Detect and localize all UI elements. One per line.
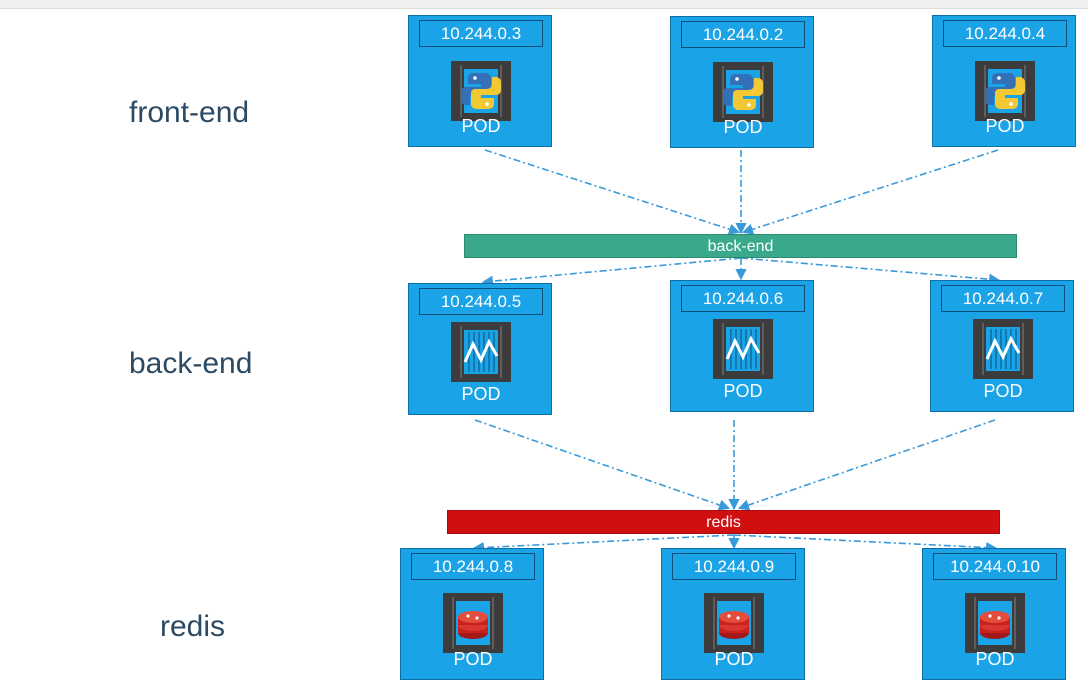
pod-label: POD — [983, 381, 1023, 401]
pod-redis-1[interactable]: 10.244.0.8 POD — [400, 548, 544, 680]
pod-label: POD — [975, 649, 1015, 669]
pod-backend-1[interactable]: 10.244.0.5 POD — [408, 283, 552, 415]
pod-redis-3[interactable]: 10.244.0.10 POD — [922, 548, 1066, 680]
pod-backend-2[interactable]: 10.244.0.6 POD — [670, 280, 814, 412]
edge-redis-to-r3 — [733, 534, 998, 554]
pod-label: POD — [453, 649, 493, 669]
backend-service-bar: back-end — [464, 234, 1017, 258]
redis-service-bar: redis — [447, 510, 1000, 534]
edge-be1-to-redis — [474, 419, 731, 511]
edge-fe3-to-backend — [741, 149, 999, 235]
edge-fe1-to-backend — [484, 149, 741, 235]
pod-frontend-2[interactable]: 10.244.0.2 POD — [670, 16, 814, 148]
pod-ip: 10.244.0.10 — [933, 553, 1057, 580]
pod-ip: 10.244.0.9 — [672, 553, 796, 580]
pod-backend-3[interactable]: 10.244.0.7 POD — [930, 280, 1074, 412]
tier-label-redis: redis — [160, 610, 226, 643]
pod-label: POD — [723, 381, 763, 401]
pod-label: POD — [723, 117, 763, 137]
pod-redis-2[interactable]: 10.244.0.9 POD — [661, 548, 805, 680]
app-wave-icon — [451, 322, 511, 382]
edge-backend-to-be3 — [740, 257, 1001, 285]
tier-label-frontend: front-end — [129, 96, 250, 129]
pod-ip: 10.244.0.2 — [681, 21, 805, 48]
app-wave-icon — [973, 319, 1033, 379]
python-icon — [975, 61, 1035, 121]
pod-ip: 10.244.0.7 — [941, 285, 1065, 312]
python-icon — [451, 61, 511, 121]
pod-label: POD — [714, 649, 754, 669]
redis-icon — [704, 593, 764, 653]
redis-icon — [965, 593, 1025, 653]
pod-ip: 10.244.0.8 — [411, 553, 535, 580]
tier-label-backend: back-end — [129, 347, 253, 380]
redis-icon — [443, 593, 503, 653]
pod-label: POD — [461, 384, 501, 404]
edge-redis-to-r1 — [472, 534, 735, 554]
pod-frontend-1[interactable]: 10.244.0.3 POD — [408, 15, 552, 147]
pod-frontend-3[interactable]: 10.244.0.4 POD — [932, 15, 1076, 147]
pod-label: POD — [461, 116, 501, 136]
pod-ip: 10.244.0.3 — [419, 20, 543, 47]
pod-ip: 10.244.0.4 — [943, 20, 1067, 47]
edge-backend-to-be1 — [481, 257, 742, 287]
pod-ip: 10.244.0.6 — [681, 285, 805, 312]
top-divider — [0, 0, 1088, 9]
pod-label: POD — [985, 116, 1025, 136]
edge-be3-to-redis — [737, 419, 996, 511]
python-icon — [713, 62, 773, 122]
pod-ip: 10.244.0.5 — [419, 288, 543, 315]
app-wave-icon — [713, 319, 773, 379]
